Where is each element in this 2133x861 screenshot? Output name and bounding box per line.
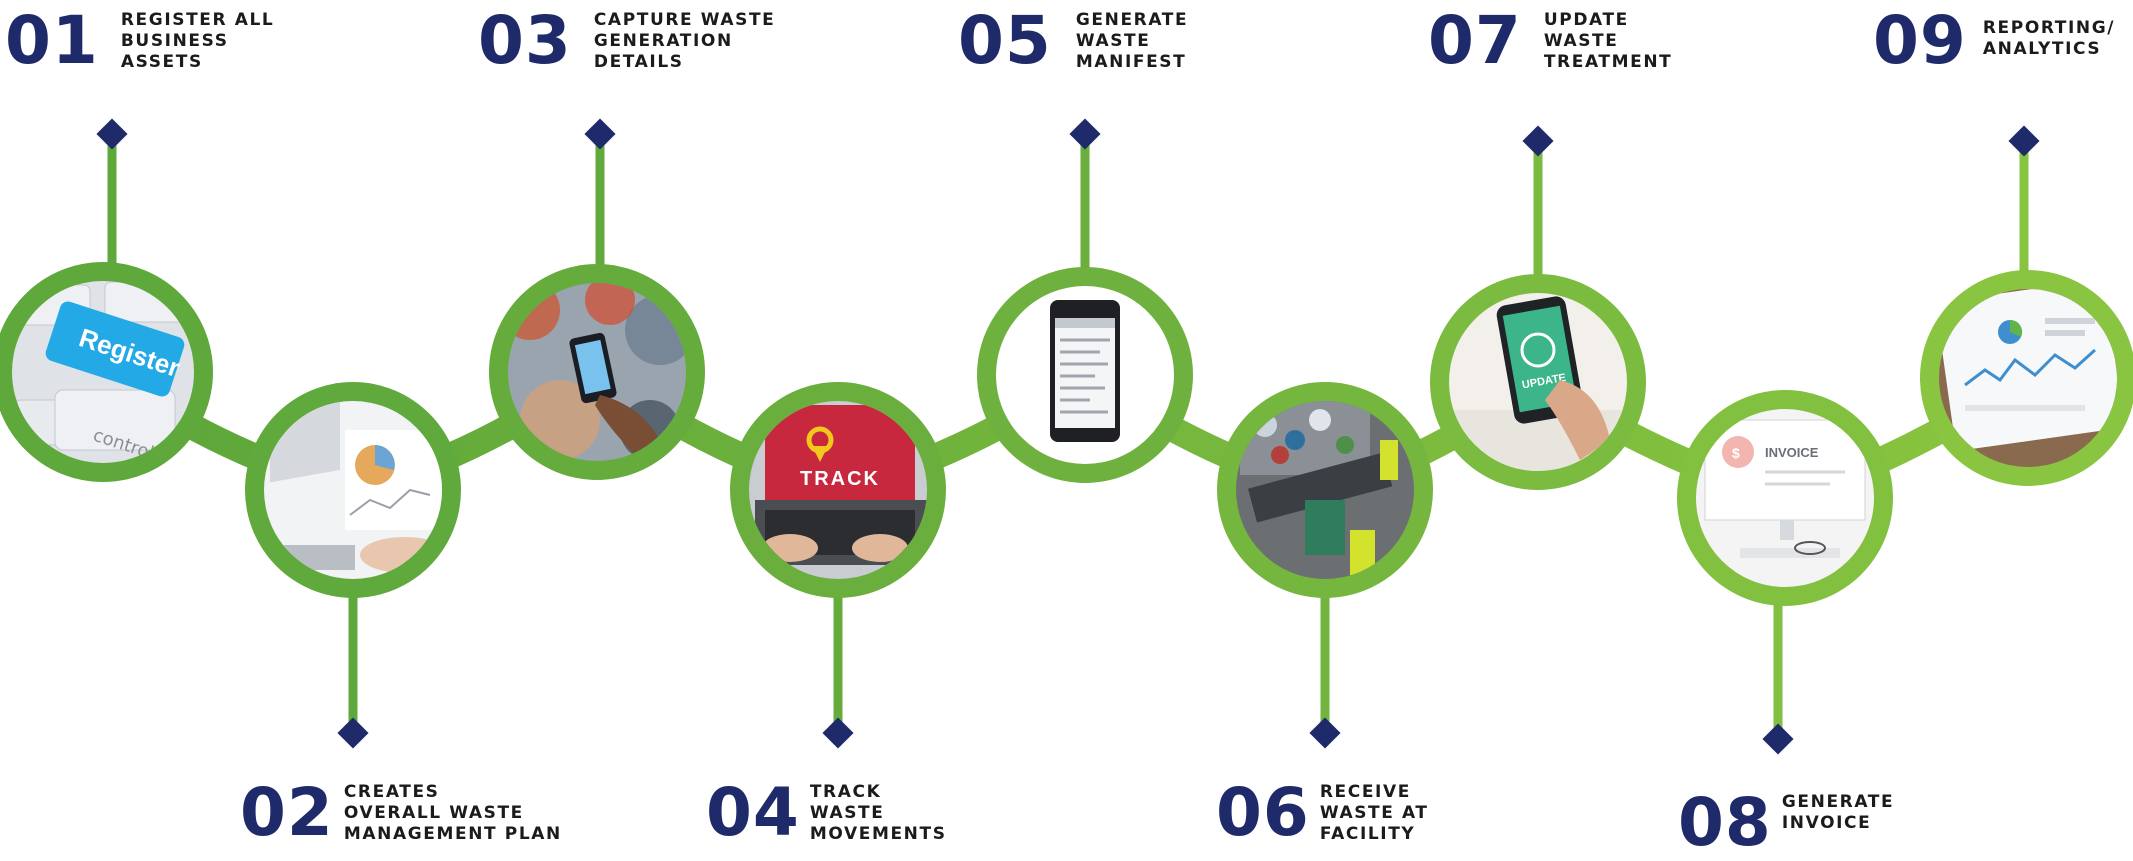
phone-update-photo: UPDATE <box>1449 293 1627 471</box>
track-screen-label: TRACK <box>800 468 880 490</box>
register-keyboard-photo: control Register <box>12 281 194 463</box>
step-number: 02 <box>240 774 334 851</box>
stem-02 <box>337 585 369 749</box>
step-title: REGISTER ALL BUSINESS ASSETS <box>120 10 275 72</box>
step-title: GENERATE INVOICE <box>1781 792 1895 833</box>
diamond-marker-03 <box>584 118 616 150</box>
step-number: 04 <box>706 774 800 851</box>
svg-text:$: $ <box>1732 445 1740 461</box>
step-number: 08 <box>1678 784 1772 861</box>
step-03-label: 03 CAPTURE WASTE GENERATION DETAILS <box>478 8 775 74</box>
diamond-marker-05 <box>1069 118 1101 150</box>
step-title: GENERATE WASTE MANIFEST <box>1075 10 1189 72</box>
tablet-analytics-photo <box>1939 289 2117 467</box>
diamond-marker-04 <box>822 717 854 749</box>
stem-09 <box>2008 125 2040 290</box>
step-01-label: 01 REGISTER ALL BUSINESS ASSETS <box>5 8 274 74</box>
diamond-marker-08 <box>1762 723 1794 755</box>
stem-05 <box>1069 118 1101 287</box>
step-title: CAPTURE WASTE GENERATION DETAILS <box>593 10 776 72</box>
step-title: RECEIVE WASTE AT FACILITY <box>1319 782 1429 844</box>
step-number: 09 <box>1873 2 1967 79</box>
diamond-marker-01 <box>96 118 128 150</box>
step-09-label: 09 REPORTING/ ANALYTICS <box>1873 8 2115 74</box>
stem-08 <box>1762 590 1794 755</box>
stem-03 <box>584 118 616 285</box>
diamond-marker-02 <box>337 717 369 749</box>
stem-07 <box>1522 125 1554 295</box>
step-08-label: 08 GENERATE INVOICE <box>1678 790 1894 856</box>
laptop-track-photo: TRACK <box>749 401 927 579</box>
step-07-label: 07 UPDATE WASTE TREATMENT <box>1428 8 1672 74</box>
step-title: TRACK WASTE MOVEMENTS <box>809 782 947 844</box>
step-number: 05 <box>958 2 1052 79</box>
step-number: 01 <box>5 2 99 79</box>
step-number: 03 <box>478 2 572 79</box>
diamond-marker-09 <box>2008 125 2040 157</box>
step-title: REPORTING/ ANALYTICS <box>1982 18 2116 59</box>
step-05-label: 05 GENERATE WASTE MANIFEST <box>958 8 1188 74</box>
diamond-marker-07 <box>1522 125 1554 157</box>
smartphone-manifest-photo <box>996 286 1174 464</box>
diamond-marker-06 <box>1309 717 1341 749</box>
step-04-label: 04 TRACK WASTE MOVEMENTS <box>706 780 947 846</box>
step-title: UPDATE WASTE TREATMENT <box>1543 10 1673 72</box>
step-02-label: 02 CREATES OVERALL WASTE MANAGEMENT PLAN <box>240 780 562 846</box>
invoice-screen-label: INVOICE <box>1765 445 1819 460</box>
step-06-label: 06 RECEIVE WASTE AT FACILITY <box>1216 780 1429 846</box>
step-title: CREATES OVERALL WASTE MANAGEMENT PLAN <box>343 782 562 844</box>
stem-04 <box>822 585 854 749</box>
step-number: 07 <box>1428 2 1522 79</box>
step-number: 06 <box>1216 774 1310 851</box>
stem-01 <box>96 118 128 285</box>
stem-06 <box>1309 585 1341 749</box>
monitor-invoice-photo: $ INVOICE <box>1696 409 1874 587</box>
